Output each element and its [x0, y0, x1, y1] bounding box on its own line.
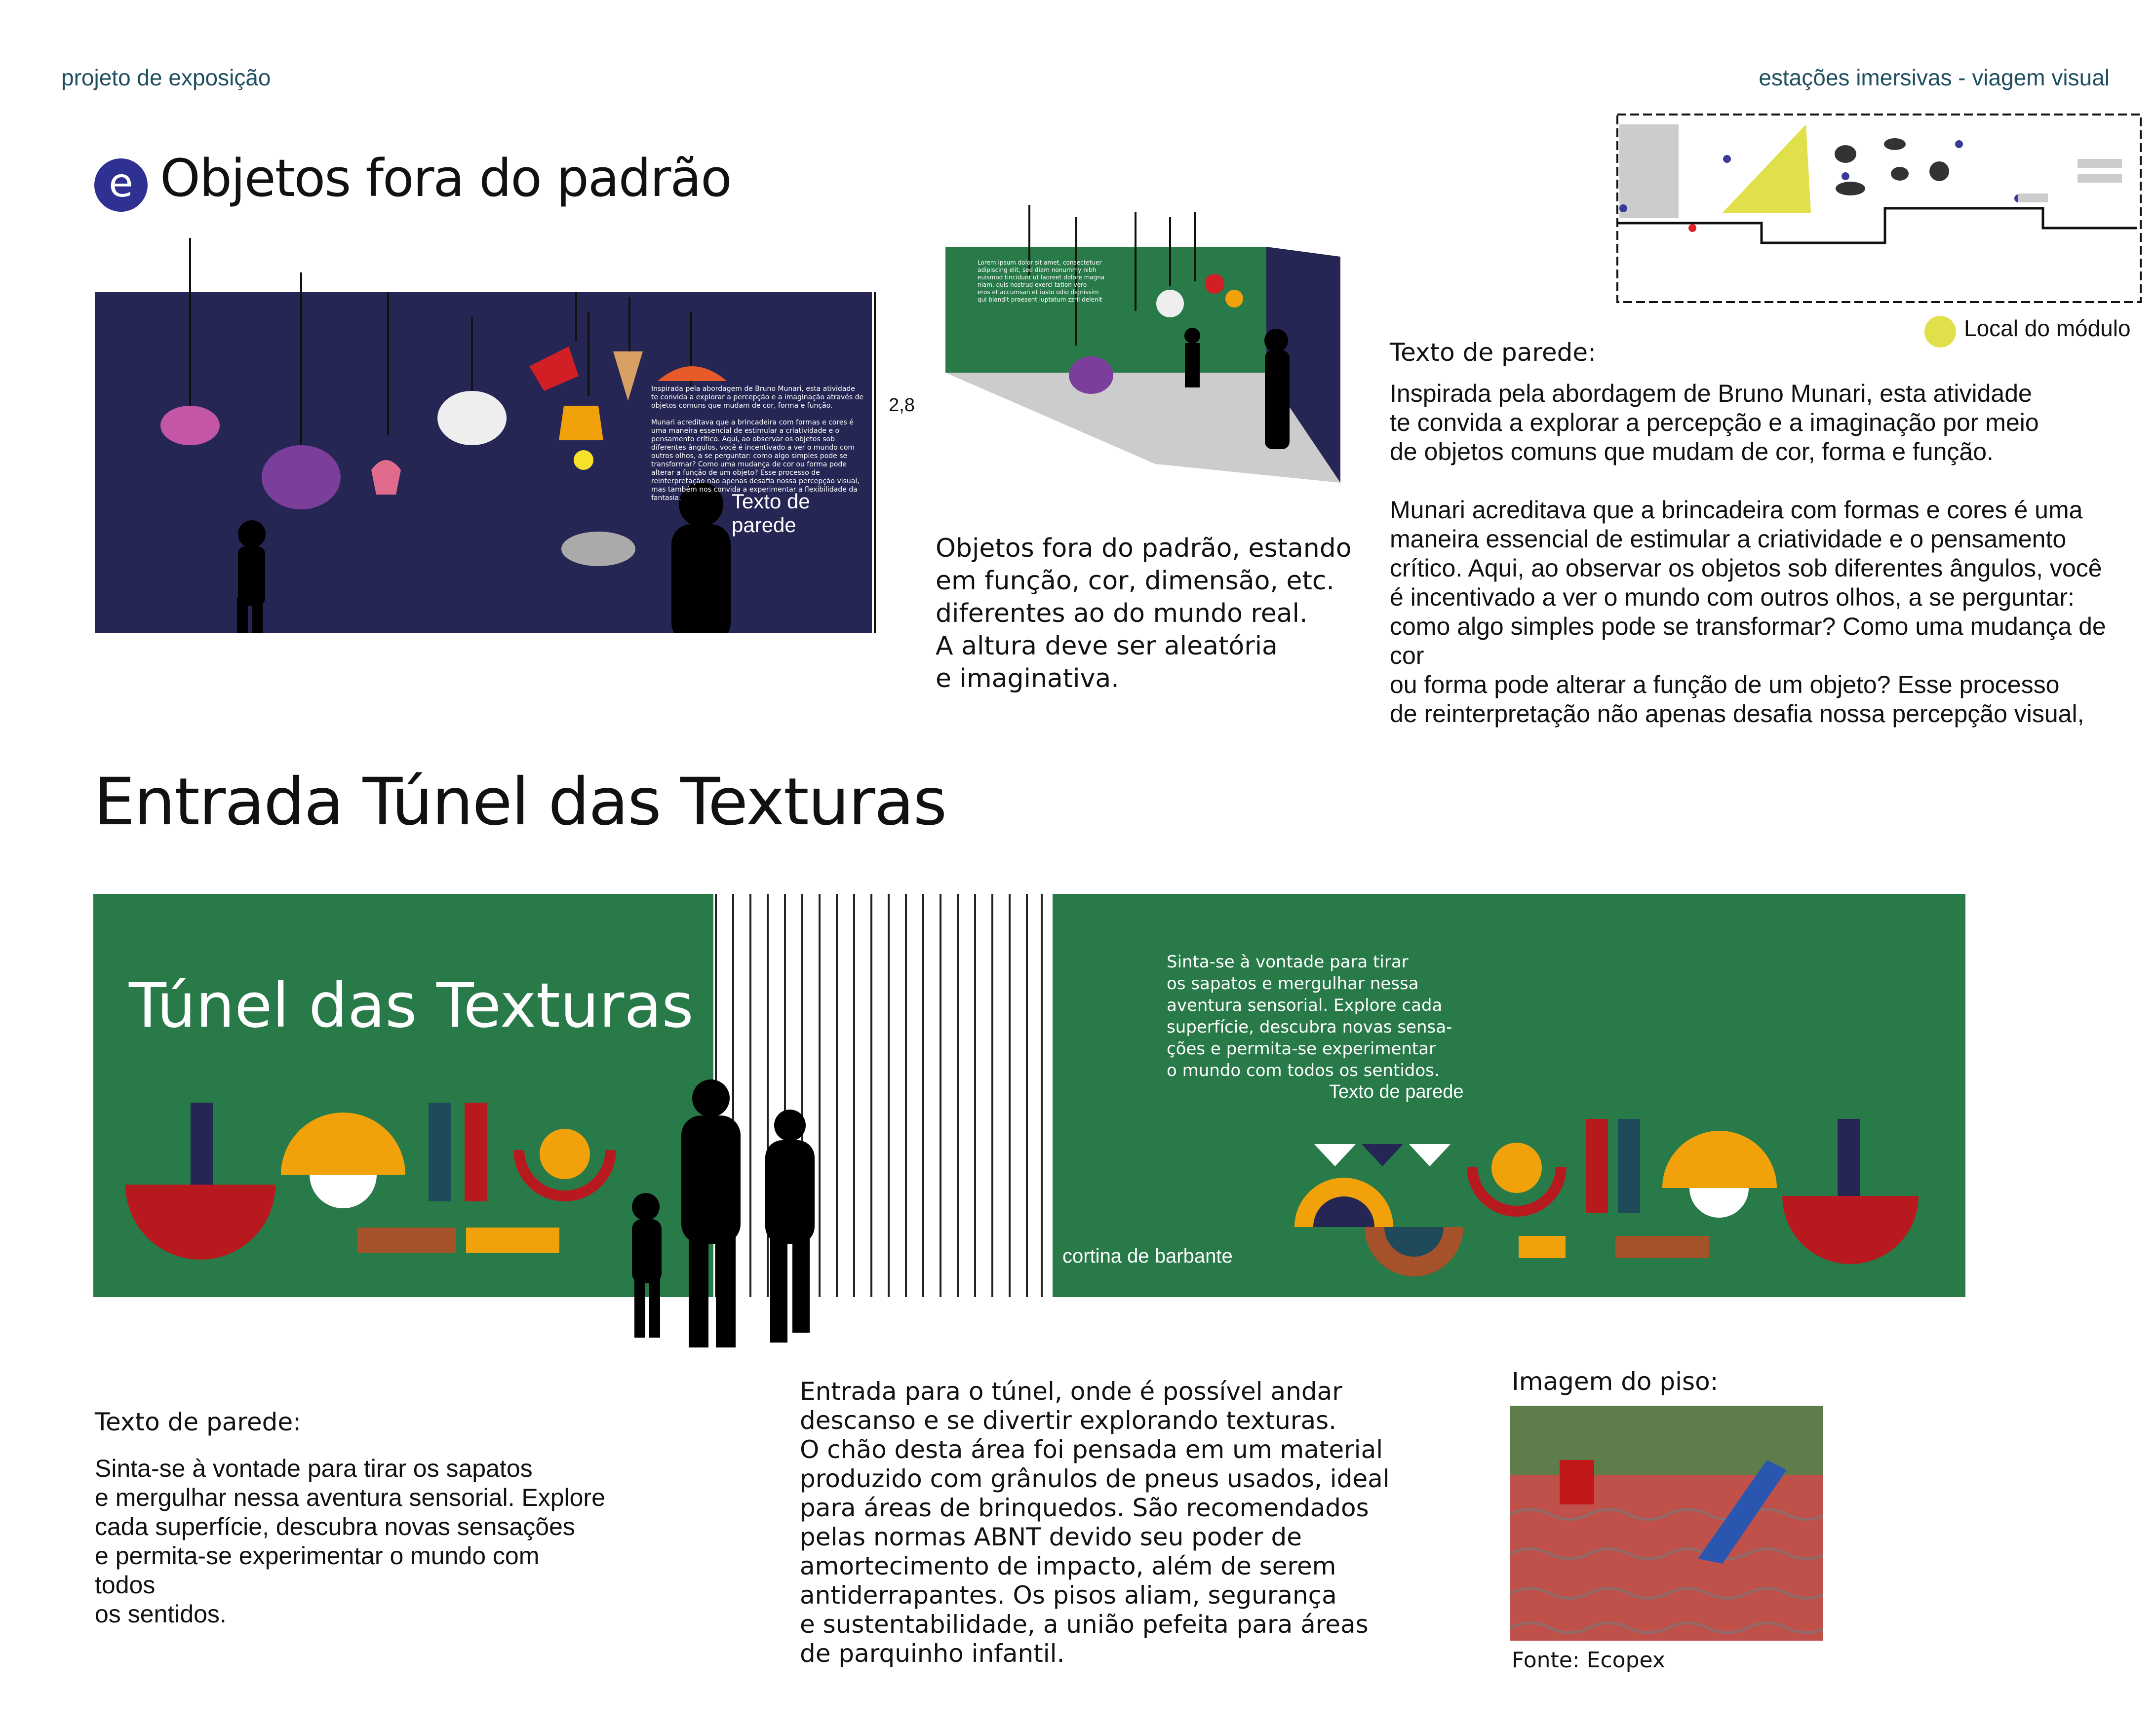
curtain-strings	[715, 894, 1043, 1297]
tunnel-right-panel: Sinta-se à vontade para tirar os sapatos…	[1053, 894, 1965, 1297]
tunnel-section-title: Entrada Túnel das Texturas	[94, 764, 947, 840]
tunnel-panel-label: Texto de parede	[1329, 1081, 1464, 1102]
flower-icon	[574, 450, 593, 470]
tunnel-wall-text-body: Sinta-se à vontade para tirar os sapatos…	[95, 1455, 605, 1628]
child-silhouette	[237, 520, 266, 633]
section-title: Objetos fora do padrão	[160, 148, 732, 208]
adult-silhouette	[671, 482, 731, 633]
project-label: projeto de exposição	[61, 65, 271, 90]
wall-panel-navy: Inspirada pela abordagem de Bruno Munari…	[95, 238, 872, 633]
floor-plan-map	[1616, 114, 2142, 303]
slide-icon	[1698, 1460, 1787, 1564]
family-silhouette	[632, 1079, 815, 1347]
umbrella-icon	[658, 366, 727, 381]
tunnel-panel-title: Túnel das Texturas	[129, 970, 694, 1041]
tunnel-description: Entrada para o túnel, onde é possível an…	[800, 1377, 1390, 1668]
tunnel-panel-text: Sinta-se à vontade para tirar os sapatos…	[1167, 952, 1452, 1080]
curtain-label: cortina de barbante	[1062, 1245, 1233, 1267]
module-location-highlight	[1722, 124, 1811, 213]
section-letter-badge: e	[94, 158, 148, 212]
sketch-placeholder-text: Lorem ipsum dolor sit amet, consectetuer…	[978, 259, 1105, 303]
plum-icon	[262, 445, 341, 509]
swing-icon	[1560, 1460, 1594, 1504]
perspective-sketch	[945, 205, 1340, 483]
watering-can-icon	[529, 346, 579, 391]
geometric-shapes-left	[125, 1103, 616, 1260]
floor-image-source: Fonte: Ecopex	[1512, 1648, 1665, 1673]
string-curtain	[715, 894, 1043, 1297]
tunnel-left-panel: Túnel das Texturas	[93, 894, 713, 1297]
objects-caption: Objetos fora do padrão, estando em funçã…	[936, 534, 1352, 693]
height-dimension-line	[874, 292, 876, 633]
pink-object-icon	[371, 460, 401, 495]
panel-wall-text: Inspirada pela abordagem de Bruno Munari…	[651, 385, 864, 502]
floor-photo	[1510, 1406, 1823, 1641]
panel-wall-label: Texto de parede	[732, 490, 810, 537]
height-dimension-label: 2,8	[889, 395, 915, 416]
floor-image-heading: Imagem do piso:	[1512, 1367, 1719, 1396]
ice-cream-icon	[613, 351, 643, 401]
apple-icon	[437, 391, 507, 445]
wall-text-heading: Texto de parede:	[1390, 338, 1596, 367]
map-legend-label: Local do módulo	[1964, 315, 2131, 341]
station-label: estações imersivas - viagem visual	[1759, 65, 2110, 90]
tunnel-wall-text-heading: Texto de parede:	[95, 1408, 301, 1436]
wall-text-body: Inspirada pela abordagem de Bruno Munari…	[1390, 380, 2106, 728]
legend-dot-icon	[1924, 316, 1956, 347]
pan-icon	[561, 532, 635, 566]
hanging-objects-illustration	[160, 238, 731, 633]
geometric-shapes-right	[1294, 1119, 1919, 1276]
crab-icon	[160, 406, 220, 445]
bell-icon	[559, 406, 603, 440]
